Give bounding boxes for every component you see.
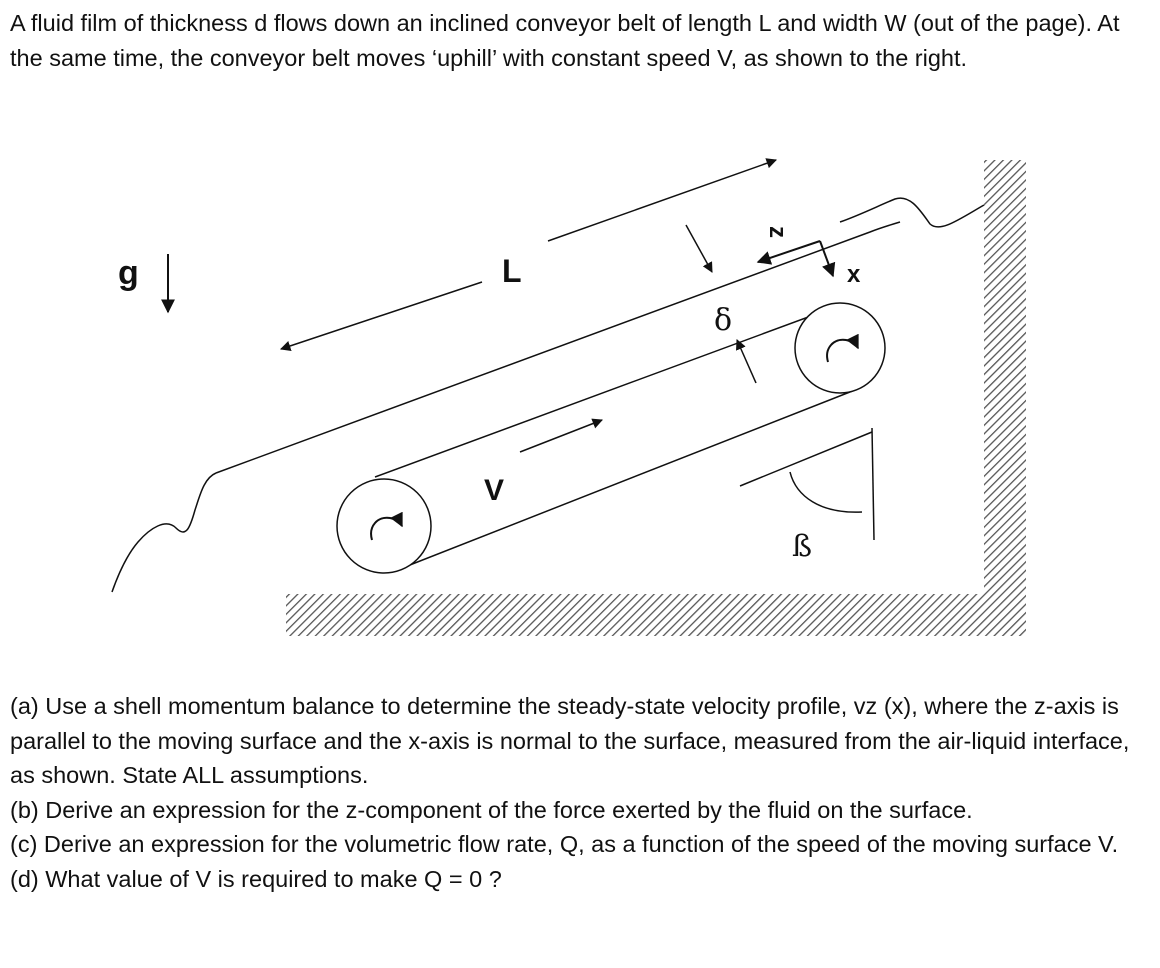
belt-velocity-arrow <box>519 418 603 453</box>
question-b: (b) Derive an expression for the z-compo… <box>10 796 973 823</box>
fluid-surface-line <box>215 221 901 474</box>
problem-statement: A fluid film of thickness d flows down a… <box>10 10 1120 71</box>
belt-roller-right <box>794 302 886 394</box>
z-axis-arrow <box>756 240 821 265</box>
belt-roller-left <box>336 478 432 574</box>
question-c: (c) Derive an expression for the volumet… <box>10 831 1119 857</box>
wall-hatch <box>984 160 1026 636</box>
label-V: V <box>484 474 504 507</box>
label-g: g <box>118 254 139 292</box>
thickness-arrow-bottom <box>736 339 757 384</box>
angle-hypotenuse <box>739 431 873 487</box>
belt-bottom-line <box>391 389 856 573</box>
x-axis-arrow <box>819 240 836 278</box>
floor-hatch <box>286 594 1026 636</box>
question-a: (a) Use a shell momentum balance to dete… <box>10 693 1130 788</box>
question-list: (a) Use a shell momentum balance to dete… <box>10 689 1140 896</box>
question-d: (d) What value of V is required to make … <box>10 865 502 892</box>
fluid-left-wave <box>111 472 217 593</box>
fluid-surface-right-wave <box>839 197 985 228</box>
label-z: z <box>764 226 791 238</box>
roller-left-rotation-icon <box>370 511 403 541</box>
roller-right-rotation-icon <box>826 333 859 363</box>
conveyor-belt-diagram: g L z x δ V ß <box>111 158 1026 636</box>
label-delta: δ <box>714 303 732 338</box>
length-arrow-right <box>547 158 777 242</box>
angle-vertical <box>871 427 875 541</box>
belt-top-line <box>374 308 831 478</box>
label-x: x <box>847 261 861 288</box>
label-beta: ß <box>792 529 812 564</box>
length-arrow-left <box>280 281 483 351</box>
thickness-arrow-top <box>685 224 713 273</box>
angle-arc <box>789 471 863 513</box>
label-L: L <box>502 253 522 289</box>
